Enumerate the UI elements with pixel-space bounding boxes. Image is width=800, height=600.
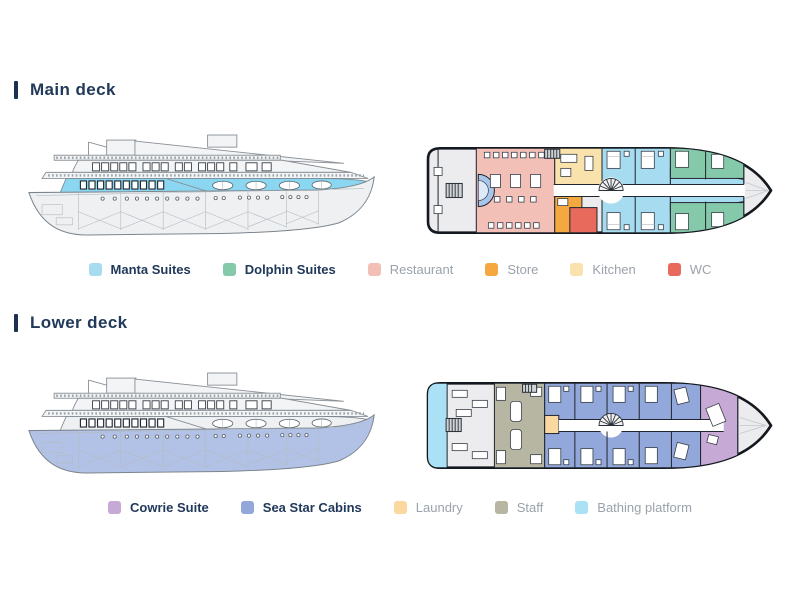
legend-label: Store: [507, 262, 539, 277]
legend-item-restaurant[interactable]: Restaurant: [367, 262, 454, 277]
staff-swatch: [494, 501, 508, 514]
laundry-swatch: [393, 501, 407, 514]
lower-deck-legend: Cowrie Suite Sea Star Cabins Laundry Sta…: [0, 500, 800, 515]
dolphin-suites-swatch: [222, 263, 236, 276]
region-laundry: [544, 414, 560, 435]
legend-label: Staff: [516, 500, 544, 515]
legend-label: Laundry: [415, 500, 463, 515]
legend-item-bathing-platform[interactable]: Bathing platform: [575, 500, 692, 515]
lower-deck-title: Lower deck: [14, 313, 128, 333]
legend-label: WC: [689, 262, 712, 277]
deck-title-text: Lower deck: [30, 313, 128, 332]
legend-item-kitchen[interactable]: Kitchen: [570, 262, 636, 277]
legend-item-manta-suites[interactable]: Manta Suites: [88, 262, 191, 277]
legend-label: Restaurant: [389, 262, 454, 277]
legend-item-cowrie-suite[interactable]: Cowrie Suite: [108, 500, 209, 515]
cabin-beds: [548, 385, 690, 466]
restaurant-furniture: [483, 151, 545, 229]
region-wc: [569, 207, 598, 233]
restaurant-swatch: [367, 263, 381, 276]
title-accent-bar: [14, 314, 18, 332]
store-swatch: [485, 263, 499, 276]
main-deck-profile-illustration: [15, 132, 380, 239]
legend-label: Dolphin Suites: [244, 262, 336, 277]
main-deck-floorplan: [426, 146, 773, 235]
legend-item-sea-star-cabins[interactable]: Sea Star Cabins: [240, 500, 362, 515]
main-deck-title: Main deck: [14, 80, 116, 100]
sea-star-cabins-swatch: [240, 501, 254, 514]
cowrie-suite-furniture: [705, 402, 727, 446]
cowrie-suite-swatch: [108, 501, 122, 514]
region-bathing-platform: [428, 383, 448, 468]
wc-swatch: [667, 263, 681, 276]
kitchen-swatch: [570, 263, 584, 276]
title-accent-bar: [14, 81, 18, 99]
manta-suites-swatch: [88, 263, 102, 276]
legend-item-store[interactable]: Store: [485, 262, 538, 277]
stern-hatch: [445, 417, 462, 433]
legend-item-staff[interactable]: Staff: [494, 500, 544, 515]
legend-item-laundry[interactable]: Laundry: [393, 500, 463, 515]
main-deck-legend: Manta Suites Dolphin Suites Restaurant S…: [0, 262, 800, 277]
legend-label: Cowrie Suite: [130, 500, 209, 515]
companionway-hatch: [544, 148, 561, 159]
lower-deck-floorplan: [426, 381, 773, 470]
spiral-staircase: [598, 412, 624, 426]
staff-furniture: [496, 383, 543, 465]
legend-label: Kitchen: [592, 262, 636, 277]
legend-item-wc[interactable]: WC: [667, 262, 712, 277]
cabin-beds: [606, 150, 725, 231]
stern-hatch: [445, 182, 463, 199]
bathing-platform-swatch: [575, 501, 589, 514]
legend-item-dolphin-suites[interactable]: Dolphin Suites: [222, 262, 336, 277]
deck-title-text: Main deck: [30, 80, 116, 99]
lower-deck-profile-illustration: [15, 370, 380, 477]
deck-loungers: [451, 389, 488, 460]
legend-label: Bathing platform: [597, 500, 692, 515]
spiral-staircase: [598, 177, 624, 191]
legend-label: Sea Star Cabins: [262, 500, 362, 515]
legend-label: Manta Suites: [110, 262, 191, 277]
